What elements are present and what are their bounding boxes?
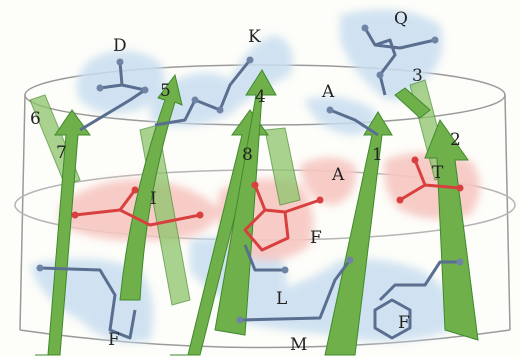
label-M: M xyxy=(290,335,307,355)
label-3: 3 xyxy=(412,66,423,86)
label-2: 2 xyxy=(450,130,461,150)
label-T: T xyxy=(432,163,444,183)
label-F-left: F xyxy=(108,330,120,350)
label-4: 4 xyxy=(255,87,266,107)
label-F-right: F xyxy=(398,313,410,333)
label-I: I xyxy=(150,189,157,209)
label-Q: Q xyxy=(394,9,408,29)
label-1: 1 xyxy=(372,145,383,165)
label-F-mid: F xyxy=(310,228,322,248)
label-A-top: A xyxy=(321,82,335,102)
label-8: 8 xyxy=(242,145,253,165)
label-K: K xyxy=(248,27,261,47)
label-6: 6 xyxy=(30,109,41,129)
label-7: 7 xyxy=(56,143,67,163)
label-L: L xyxy=(276,289,287,309)
label-A-mid: A xyxy=(331,165,345,185)
label-D: D xyxy=(113,36,127,56)
label-5: 5 xyxy=(160,81,171,101)
